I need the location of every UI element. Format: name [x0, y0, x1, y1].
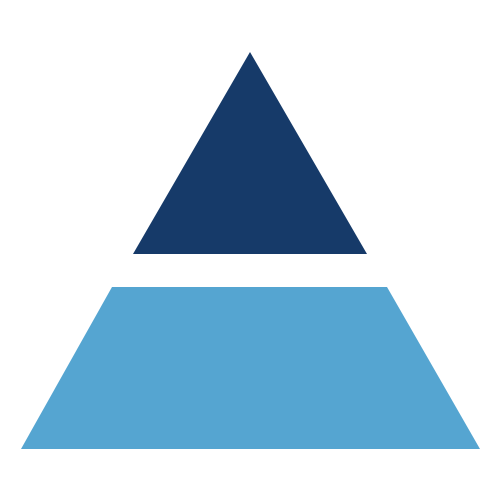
pyramid-top-tier	[133, 52, 367, 254]
pyramid-bottom-tier	[21, 287, 480, 449]
